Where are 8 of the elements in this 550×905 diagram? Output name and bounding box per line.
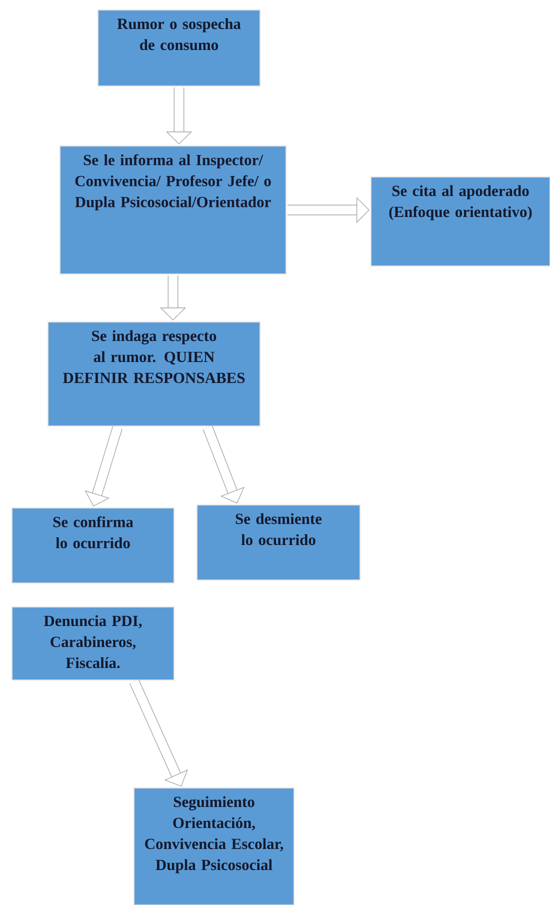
- process-box: Denuncia PDI, Carabineros, Fiscalía.: [12, 606, 174, 680]
- process-box: Se cita al apoderado (Enfoque orientativo): [370, 176, 550, 266]
- process-box: Se indaga respecto al rumor. QUIEN DEFINIR RESPONSABES: [48, 322, 260, 426]
- process-box: Seguimiento Orientación, Convivencia Escolar, Dupla Psicosocial: [134, 788, 294, 905]
- process-box: Se le informa al Inspector/ Convivencia/ Profesor Jefe/ o Dupla Psicosocial/Orientador: [60, 146, 286, 274]
- process-box: Rumor o sospecha de consumo: [98, 10, 260, 86]
- process-box: Se desmiente lo ocurrido: [196, 504, 360, 580]
- process-box: Se confirma lo ocurrido: [12, 508, 174, 584]
